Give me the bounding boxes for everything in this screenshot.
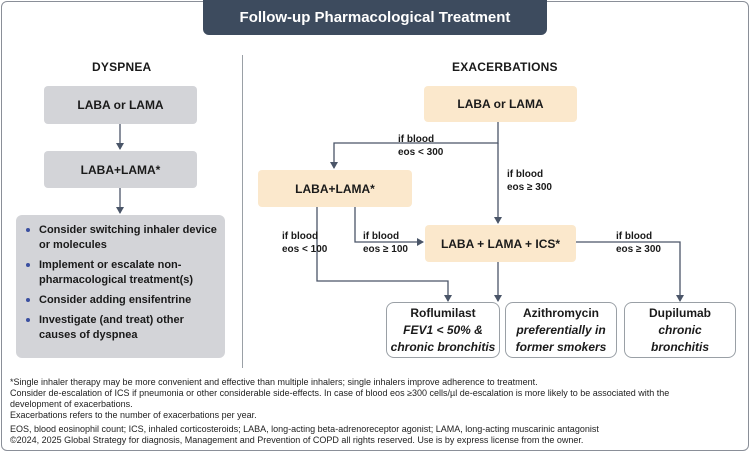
condition-eos-lt-100: if blood eos < 100: [282, 231, 328, 255]
footnote-deescalation: Consider de-escalation of ICS if pneumon…: [10, 388, 670, 398]
exacerbations-heading: EXACERBATIONS: [452, 60, 558, 74]
arrow-left-to-roflumilast: [316, 207, 452, 302]
footnote-abbreviations: EOS, blood eosinophil count; ICS, inhale…: [10, 424, 599, 434]
drug-azithromycin: Azithromycin preferentially in former sm…: [505, 302, 617, 358]
page-title: Follow-up Pharmacological Treatment: [203, 0, 547, 35]
footnote-deescalation-cont: development of exacerbations.: [10, 399, 133, 409]
dyspnea-step-laba-or-lama: LABA or LAMA: [44, 86, 197, 124]
arrow-top-to-left: [330, 122, 499, 169]
list-item: Investigate (and treat) other causes of …: [25, 313, 217, 343]
footnote-copyright: ©2024, 2025 Global Strategy for diagnosi…: [10, 435, 584, 445]
drug-roflumilast: Roflumilast FEV1 < 50% & chronic bronchi…: [386, 302, 500, 358]
condition-eos-lt-300: if blood eos < 300: [398, 134, 444, 158]
list-item: Consider switching inhaler device or mol…: [25, 223, 217, 253]
arrow-left-to-center: [354, 207, 424, 246]
list-item: Implement or escalate non-pharmacologica…: [25, 258, 217, 288]
arrow-center-to-dupilumab: [576, 241, 684, 302]
dyspnea-recommendations: Consider switching inhaler device or mol…: [16, 215, 225, 358]
condition-eos-ge-100: if blood eos ≥ 100: [363, 231, 408, 255]
exacerbation-step-laba-or-lama: LABA or LAMA: [424, 86, 577, 122]
exacerbation-step-laba-lama: LABA+LAMA*: [258, 170, 412, 207]
drug-dupilumab: Dupilumab chronic bronchitis: [624, 302, 736, 358]
footnote-single-inhaler: *Single inhaler therapy may be more conv…: [10, 377, 538, 387]
footnote-exacerbations: Exacerbations refers to the number of ex…: [10, 410, 257, 420]
column-divider: [242, 55, 243, 368]
dyspnea-step-laba-lama: LABA+LAMA*: [44, 151, 197, 188]
dyspnea-heading: DYSPNEA: [92, 60, 152, 74]
condition-eos-ge-300-top: if blood eos ≥ 300: [507, 169, 552, 193]
list-item: Consider adding ensifentrine: [25, 293, 217, 308]
condition-eos-ge-300-right: if blood eos ≥ 300: [616, 231, 661, 255]
exacerbation-step-laba-lama-ics: LABA + LAMA + ICS*: [425, 225, 576, 262]
